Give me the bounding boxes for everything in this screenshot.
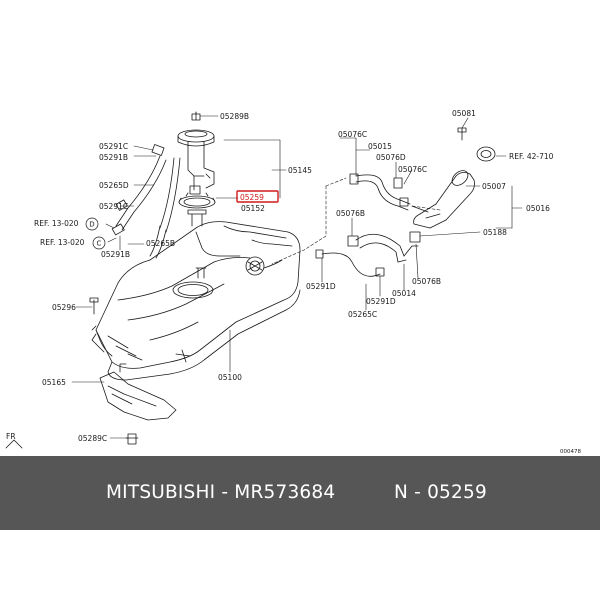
ring-letter-d: D — [89, 221, 94, 229]
part-label-05145[interactable]: 05145 — [288, 166, 312, 175]
nut-05289c — [125, 433, 139, 445]
part-label-05265b[interactable]: 05265B — [146, 239, 175, 248]
part-label-05265d[interactable]: 05265D — [99, 181, 129, 190]
part-label-05016[interactable]: 05016 — [526, 204, 550, 213]
ref-ring-d — [85, 217, 99, 231]
part-label-05291b-top[interactable]: 05291B — [99, 153, 128, 162]
diagram-reference-label: N - 05259 — [394, 482, 487, 503]
part-label-05165[interactable]: 05165 — [42, 378, 66, 387]
ref-label-13-020-c[interactable]: REF. 13-020 — [40, 238, 85, 247]
ref-label-13-020-d[interactable]: REF. 13-020 — [34, 219, 79, 228]
part-label-05007[interactable]: 05007 — [482, 182, 506, 191]
part-label-05076c-top[interactable]: 05076C — [338, 130, 367, 139]
part-label-05289c[interactable]: 05289C — [78, 434, 107, 443]
part-label-05291b-low[interactable]: 05291B — [101, 250, 130, 259]
part-label-05265c[interactable]: 05265C — [348, 310, 377, 319]
part-label-05291d-right[interactable]: 05291D — [366, 297, 396, 306]
front-direction-label: FR — [6, 432, 16, 441]
part-label-05015[interactable]: 05015 — [368, 142, 392, 151]
ref-ring-c — [92, 236, 106, 250]
ref-label-42-710[interactable]: REF. 42-710 — [509, 152, 554, 161]
diagram-code: 000478 — [560, 449, 581, 455]
part-label-05014[interactable]: 05014 — [392, 289, 416, 298]
fuel-pump-module — [177, 111, 215, 195]
filler-neck — [411, 127, 496, 229]
fuel-tank-parts-diagram: D C 05289B 05291C 05291B 05145 05265D 05… — [5, 109, 581, 455]
part-label-05081[interactable]: 05081 — [452, 109, 476, 118]
ring-letter-c: C — [97, 240, 102, 248]
part-label-05296[interactable]: 05296 — [52, 303, 76, 312]
part-label-05076d[interactable]: 05076D — [376, 153, 406, 162]
breather-hoses — [315, 173, 421, 277]
skid-plate — [99, 363, 177, 421]
part-label-05291c-mid[interactable]: 05291C — [99, 202, 128, 211]
part-label-05188[interactable]: 05188 — [483, 228, 507, 237]
highlight-box-05259 — [236, 190, 279, 203]
part-number-label: MITSUBISHI - MR573684 — [106, 482, 336, 503]
part-label-05289b[interactable]: 05289B — [220, 112, 249, 121]
part-label-05291d-left[interactable]: 05291D — [306, 282, 336, 291]
leader-lines — [71, 111, 523, 439]
fuel-pump-retainer — [187, 209, 207, 227]
fuel-tank-illustration — [91, 221, 301, 381]
part-label-05100[interactable]: 05100 — [218, 373, 242, 382]
bolt-05296 — [89, 297, 99, 315]
part-label-05291c-top[interactable]: 05291C — [99, 142, 128, 151]
part-info-banner: MITSUBISHI - MR573684 N - 05259 — [0, 456, 600, 530]
part-label-05076b-left[interactable]: 05076B — [336, 209, 365, 218]
part-label-05152[interactable]: 05152 — [241, 204, 265, 213]
gasket-ring — [178, 192, 216, 209]
part-label-05259[interactable]: 05259 — [240, 193, 264, 202]
part-label-05076b-right[interactable]: 05076B — [412, 277, 441, 286]
front-direction-arrow — [5, 439, 23, 449]
part-label-05076c-right[interactable]: 05076C — [398, 165, 427, 174]
fuel-hoses-left — [111, 144, 181, 259]
